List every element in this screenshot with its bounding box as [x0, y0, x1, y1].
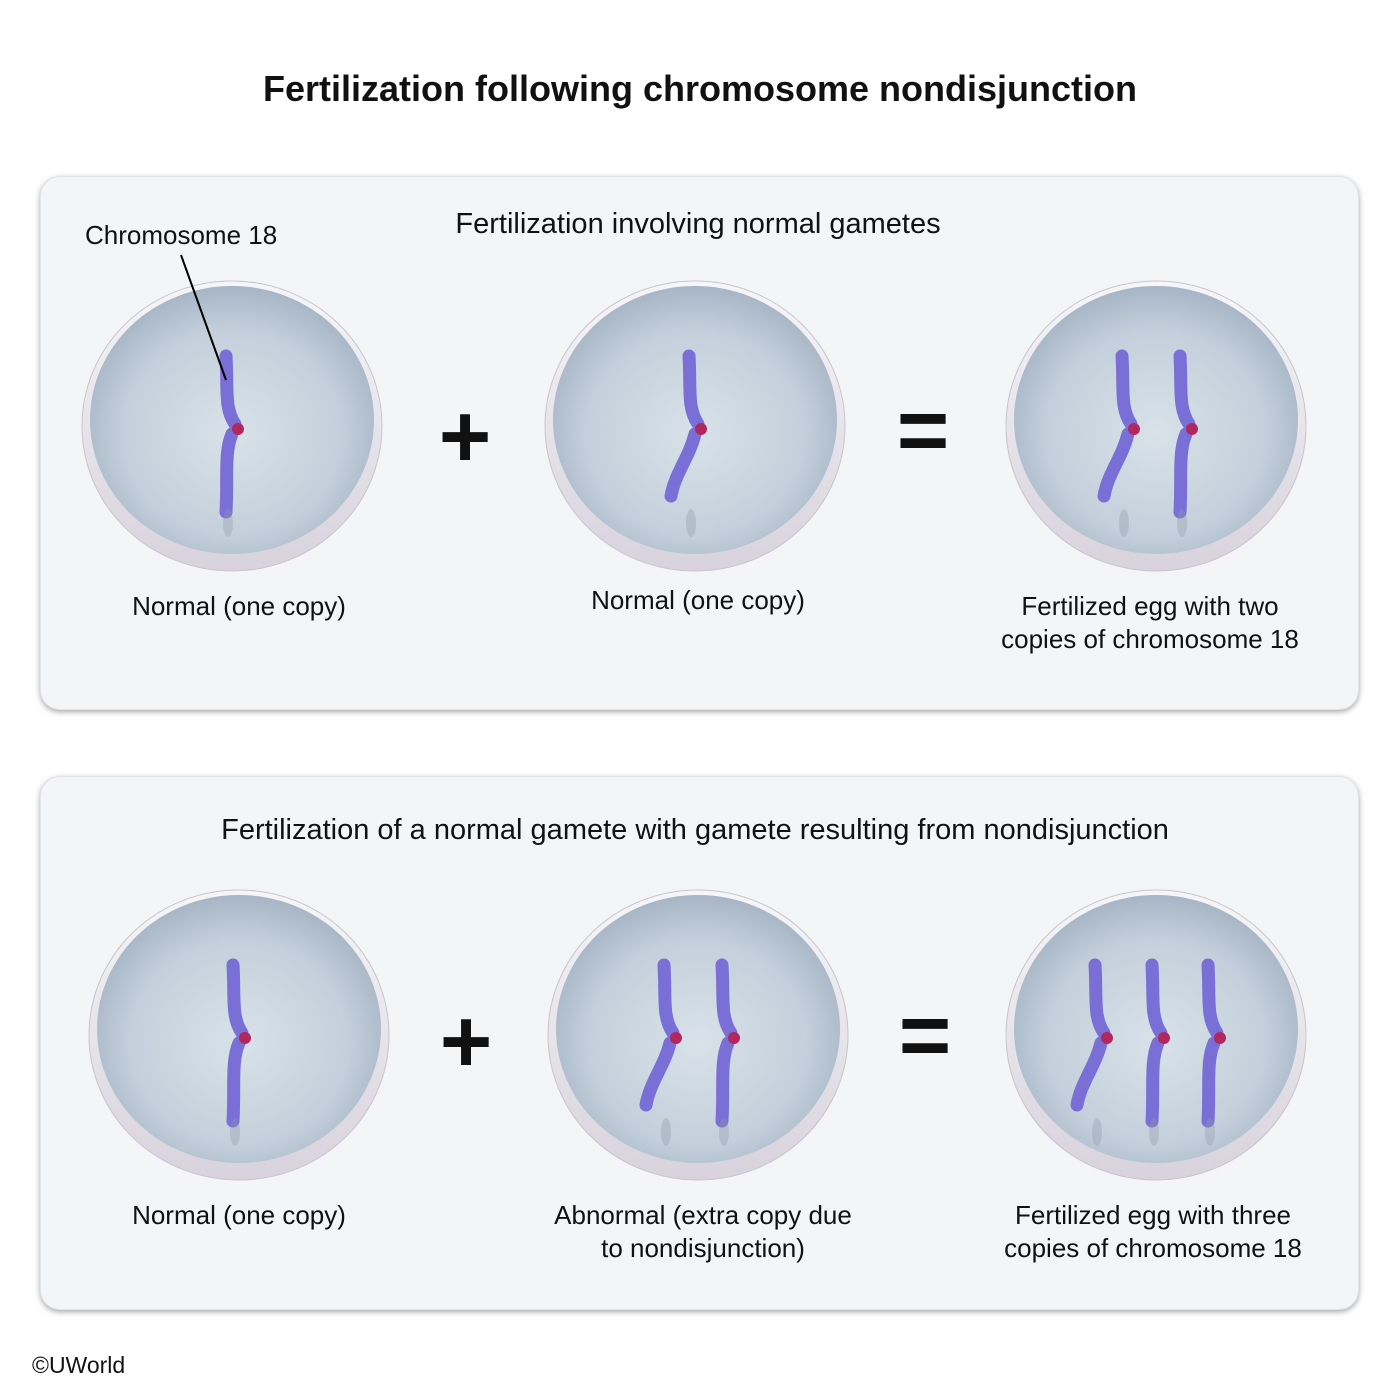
chromosome-arm — [1173, 427, 1193, 519]
chromosome-arm — [1115, 349, 1138, 431]
centromere — [232, 423, 244, 435]
equals-sign: = — [896, 381, 950, 481]
panel-title: Fertilization of a normal gamete with ga… — [221, 814, 1169, 846]
label-line: Abnormal (extra copy due — [554, 1200, 852, 1230]
centromere — [1186, 423, 1198, 435]
chromosome-arm — [1201, 958, 1224, 1040]
label-line: Normal (one copy) — [591, 585, 805, 615]
centromere — [728, 1032, 740, 1044]
chromosome-arm — [219, 349, 242, 431]
cell-normal-gamete — [87, 887, 391, 1183]
chromosome-arm — [1145, 958, 1168, 1040]
chromosome-arm — [1201, 1036, 1221, 1128]
centromere — [670, 1032, 682, 1044]
cell-interior — [556, 895, 840, 1163]
cell-fertilized-egg-three-copies — [1004, 887, 1308, 1183]
label-line: Fertilized egg with two — [1021, 591, 1279, 621]
chromosome-arm — [682, 349, 705, 431]
plus-sign: + — [439, 992, 493, 1092]
label-line: copies of chromosome 18 — [1004, 1233, 1302, 1263]
cell-label: Normal (one copy) — [132, 1199, 346, 1232]
cell-normal-gamete-1 — [80, 278, 384, 574]
chromosome-arm — [1173, 349, 1196, 431]
equals-sign: = — [898, 986, 952, 1086]
label-line: Normal (one copy) — [132, 1200, 346, 1230]
chromosome-arm — [226, 958, 249, 1040]
centromere — [1158, 1032, 1170, 1044]
chromosome-arm — [226, 1036, 246, 1128]
chromosome-arm — [1097, 427, 1135, 503]
chromosome-arm — [1070, 1036, 1108, 1112]
chromosome-arm — [1088, 958, 1111, 1040]
annotation-leader-line — [180, 254, 227, 381]
centromere — [239, 1032, 251, 1044]
centromere — [1101, 1032, 1113, 1044]
cell-illustration — [81, 280, 383, 572]
cell-label: Normal (one copy) — [591, 584, 805, 617]
label-line: to nondisjunction) — [601, 1233, 805, 1263]
chromosome-18-annotation: Chromosome 18 — [85, 220, 278, 250]
centromere — [1214, 1032, 1226, 1044]
centromere — [695, 423, 707, 435]
cell-label: Normal (one copy) — [132, 590, 346, 623]
chromosome-arm — [1145, 1036, 1165, 1128]
label-line: copies of chromosome 18 — [1001, 624, 1299, 654]
cell-fertilized-egg-two-copies — [1004, 278, 1308, 574]
plus-sign: + — [438, 387, 492, 487]
panel-title: Fertilization involving normal gametes — [455, 208, 941, 240]
chromosome-arm — [715, 1036, 735, 1128]
label-line: Fertilized egg with three — [1014, 1200, 1292, 1230]
centromere — [1128, 423, 1140, 435]
figure-title: Fertilization following chromosome nondi… — [263, 68, 1137, 109]
chromosome-arm — [664, 427, 702, 503]
chromosome-arm — [657, 958, 680, 1040]
chromosome-arm — [219, 427, 239, 519]
chromosome-arm — [639, 1036, 677, 1112]
copyright: ©UWorld — [32, 1352, 126, 1378]
cell-illustration — [544, 280, 846, 572]
label-line: Normal (one copy) — [132, 591, 346, 621]
cell-interior — [1014, 286, 1298, 554]
cell-illustration — [88, 889, 390, 1181]
cell-illustration — [547, 889, 849, 1181]
cell-illustration — [1005, 280, 1307, 572]
cell-abnormal-gamete — [546, 887, 850, 1183]
chromosome-arm — [715, 958, 738, 1040]
cell-normal-gamete-2 — [543, 278, 847, 574]
cell-illustration — [1005, 889, 1307, 1181]
